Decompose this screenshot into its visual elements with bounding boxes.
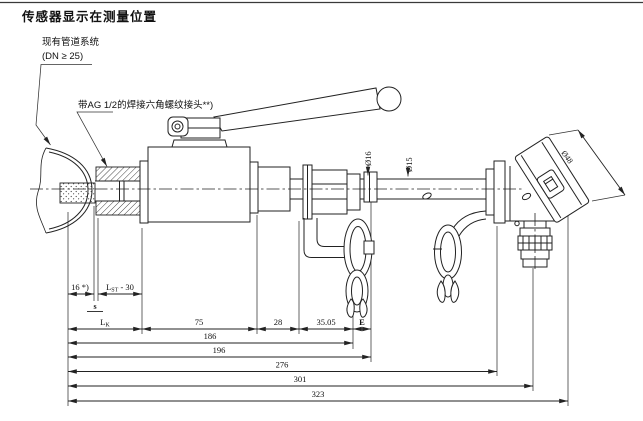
- dim-wall-thickness: s: [93, 302, 96, 311]
- valve-right-port: [249, 161, 259, 214]
- dim-lst-minus-30: LST - 30: [106, 282, 134, 294]
- ferrule-ring: [363, 171, 378, 203]
- valve-top-flange: [171, 139, 228, 148]
- display-window: [536, 169, 565, 199]
- union-hex-nut: [311, 169, 348, 215]
- dim-e: E: [359, 317, 365, 327]
- valve-lever: [213, 87, 381, 132]
- dim-186: 186: [204, 331, 217, 341]
- pipe-weld-mark: [422, 192, 432, 200]
- dim-276: 276: [276, 360, 289, 370]
- dim-16-offset: 16 *): [71, 282, 89, 292]
- pipe-system-label-line2: (DN ≥ 25): [42, 51, 83, 62]
- pipe-wall-weld-section: [59, 182, 96, 204]
- union-fitting: [302, 164, 361, 220]
- dia15-label: Ø15: [404, 157, 414, 172]
- dim-28: 28: [274, 317, 283, 327]
- valve-body: [147, 146, 251, 223]
- dim-301: 301: [294, 374, 307, 384]
- dim-lk: LK: [100, 317, 110, 329]
- dia16-label: Ø16: [363, 151, 373, 166]
- centerlines: [30, 188, 536, 272]
- sensor-flange: [485, 160, 506, 224]
- pipe-system-label-line1: 现有管道系统: [42, 36, 100, 48]
- sensor-body-mark: [521, 192, 532, 201]
- bracket-left: [303, 218, 350, 258]
- sensor-head: [514, 136, 590, 223]
- chain-left: [343, 218, 375, 318]
- hex-connector-label: 带AG 1/2的焊接六角螺纹接头**): [78, 99, 213, 111]
- dia15-callout: Ø15: [404, 157, 414, 177]
- dim-196: 196: [213, 345, 226, 355]
- dia16-callout: Ø16: [363, 151, 373, 176]
- lever-ball-grip: [376, 86, 402, 112]
- drawing-title: 传感器显示在测量位置: [22, 10, 158, 24]
- connecting-pipe: [290, 178, 303, 200]
- hex-connector-callout: 带AG 1/2的焊接六角螺纹接头**): [76, 99, 213, 167]
- pipe-system-callout: 现有管道系统 (DN ≥ 25): [35, 36, 100, 146]
- hex-nipple: [95, 160, 149, 224]
- chain-right: [433, 224, 462, 303]
- extension-lines: [67, 202, 569, 406]
- dimension-lines: 16 *) LST - 30 s LK 75 28 35.05 E 186 19…: [68, 282, 568, 404]
- dim-75: 75: [195, 317, 204, 327]
- dim-323: 323: [312, 389, 325, 399]
- ball-valve: [147, 86, 402, 223]
- dim-35-05: 35.05: [316, 317, 335, 327]
